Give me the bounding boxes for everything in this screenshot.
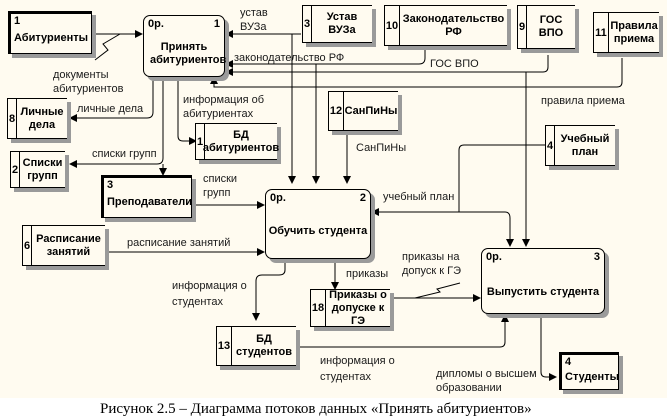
store-label: Списки групп bbox=[22, 156, 63, 182]
external-label: Преподаватели bbox=[107, 196, 193, 208]
external-abiturients[interactable]: 1 Абитуриенты bbox=[8, 11, 92, 54]
store-number: 1 bbox=[196, 124, 205, 159]
store-label: Приказы о допуске к ГЭ bbox=[329, 288, 387, 327]
process-label: Принять абитуриентов bbox=[150, 41, 227, 66]
flow-label-personal: личные дела bbox=[77, 103, 144, 115]
flow-plan bbox=[371, 144, 545, 216]
figure-caption: Рисунок 2.5 – Диаграмма потоков данных «… bbox=[100, 401, 532, 417]
store-students-db[interactable]: 13 БД студентов bbox=[216, 326, 296, 366]
store-applicants-db[interactable]: 1 БД абитуриентов bbox=[195, 123, 280, 160]
process-number: 3 bbox=[593, 251, 600, 263]
flow-label-gos: ГОС ВПО bbox=[430, 58, 479, 70]
process-graduate-student[interactable]: 0р. 3 Выпустить студента bbox=[481, 248, 605, 314]
flow-label-groups2: списки групп bbox=[203, 173, 238, 199]
flow-label-plan: учебный план bbox=[383, 191, 455, 203]
flow-label-info-stud1: информация о студентах bbox=[172, 280, 247, 308]
external-number: 3 bbox=[107, 179, 114, 191]
store-number: 12 bbox=[329, 92, 344, 130]
flow-label-rules: правила приема bbox=[541, 95, 625, 107]
store-number: 4 bbox=[546, 126, 555, 165]
store-number: 8 bbox=[8, 99, 17, 138]
flow-rules bbox=[210, 58, 623, 88]
flow-personal bbox=[69, 77, 154, 122]
flow-label-info-abit: информация об абитуриентах bbox=[183, 94, 265, 120]
store-legislation[interactable]: 10 Законодательство РФ bbox=[384, 5, 507, 46]
flow-groups bbox=[69, 77, 164, 168]
flow-label-docs: документы абитуриентов bbox=[53, 69, 124, 95]
store-label: Личные дела bbox=[20, 105, 64, 131]
process-number: 2 bbox=[359, 192, 366, 204]
flow-label-groups1: списки групп bbox=[92, 148, 157, 160]
flow-info-stud2 bbox=[296, 314, 509, 348]
flow-gos bbox=[225, 55, 549, 76]
flow-label-diplomas: дипломы о высшем образовании bbox=[436, 368, 537, 394]
store-label: СанПиНы bbox=[344, 104, 398, 117]
flow-label-ustav: устав ВУЗа bbox=[240, 7, 268, 33]
store-exam-orders[interactable]: 18 Приказы о допуске к ГЭ bbox=[310, 289, 390, 327]
store-label: Правила приема bbox=[610, 19, 658, 45]
flow-info-stud bbox=[252, 260, 286, 321]
external-students[interactable]: 4 Студенты bbox=[559, 352, 619, 390]
flow-label-orders: приказы bbox=[346, 268, 389, 280]
store-admission-rules[interactable]: 11 Правила приема bbox=[593, 12, 659, 53]
process-teach-student[interactable]: 0р. 2 Обучить студента bbox=[265, 189, 371, 259]
external-label: Студенты bbox=[565, 371, 619, 383]
store-label: ГОС ВПО bbox=[538, 14, 564, 39]
store-label: Устав ВУЗа bbox=[326, 11, 358, 36]
flow-plan-p3 bbox=[459, 211, 514, 247]
process-number: 1 bbox=[213, 18, 220, 30]
store-personal-files[interactable]: 8 Личные дела bbox=[7, 98, 67, 139]
process-tag: 0р. bbox=[486, 251, 502, 263]
store-number: 13 bbox=[217, 327, 232, 365]
squiggle-docs bbox=[94, 33, 121, 61]
flow-label-zakon: законодательство РФ bbox=[234, 52, 345, 64]
external-number: 1 bbox=[14, 15, 21, 27]
squiggle-orders bbox=[414, 282, 461, 299]
store-label: Расписание занятий bbox=[36, 232, 101, 258]
process-tag: 0р. bbox=[270, 192, 286, 204]
store-number: 18 bbox=[311, 290, 326, 326]
flow-label-orders-ge: приказы на допуск к ГЭ bbox=[402, 251, 461, 277]
process-accept-applicants[interactable]: 0р. 1 Принять абитуриентов bbox=[143, 15, 227, 77]
flow-label-sanpin: СанПиНы bbox=[356, 142, 407, 154]
external-teachers[interactable]: 3 Преподаватели bbox=[101, 175, 192, 218]
flow-zakon bbox=[225, 48, 426, 68]
store-gos-vpo[interactable]: 9 ГОС ВПО bbox=[517, 5, 575, 49]
store-ustav[interactable]: 3 Устав ВУЗа bbox=[302, 5, 372, 43]
store-label: Учебный план bbox=[560, 132, 610, 158]
store-schedule[interactable]: 6 Расписание занятий bbox=[22, 225, 105, 266]
store-sanpin[interactable]: 12 СанПиНы bbox=[328, 91, 398, 131]
store-group-lists[interactable]: 2 Списки групп bbox=[10, 151, 65, 188]
store-number: 6 bbox=[23, 226, 32, 265]
flow-label-info-stud2: информация о студентах bbox=[320, 355, 395, 383]
store-label: Законодательство РФ bbox=[402, 12, 505, 38]
flow-info-abit bbox=[177, 77, 197, 145]
store-number: 9 bbox=[518, 6, 527, 48]
store-number: 10 bbox=[385, 6, 400, 45]
store-label: БД студентов bbox=[235, 333, 293, 358]
store-number: 11 bbox=[594, 13, 609, 52]
external-number: 4 bbox=[565, 356, 572, 368]
store-label: БД абитуриентов bbox=[202, 128, 280, 154]
store-curriculum[interactable]: 4 Учебный план bbox=[545, 125, 615, 166]
store-number: 3 bbox=[303, 6, 312, 42]
flow-label-schedule: расписание занятий bbox=[127, 237, 231, 249]
process-label: Обучить студента bbox=[268, 225, 368, 237]
process-label: Выпустить студента bbox=[486, 286, 600, 298]
external-label: Абитуриенты bbox=[14, 32, 89, 44]
flow-diplomas bbox=[540, 315, 557, 381]
process-tag: 0р. bbox=[148, 18, 164, 30]
store-number: 2 bbox=[11, 152, 20, 187]
